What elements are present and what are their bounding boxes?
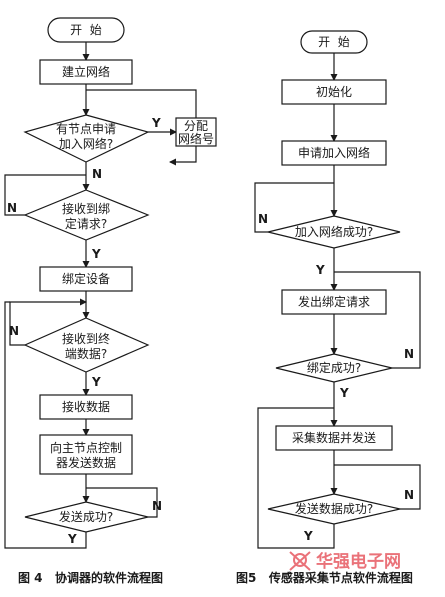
yes-label-bind-sensor: Y (339, 386, 349, 400)
collect-send-box (275, 425, 393, 451)
bind-success-label: 绑定成功? (307, 360, 361, 375)
bind-request-label-2: 定请求? (65, 216, 107, 231)
send-data-success-decision (267, 493, 401, 525)
figure5-caption: 图5 传感器采集节点软件流程图 (236, 570, 413, 585)
send-success-label: 发送成功? (59, 509, 113, 524)
terminal-data-decision (23, 317, 150, 373)
yes-label-join: Y (151, 116, 161, 130)
no-label-bind: N (7, 201, 17, 215)
sensor-node-flowchart: 开 始 初始化 申请加入网络 加入网络成功? 发出绑定请求 绑定成功? 采集数据… (254, 30, 421, 549)
send-to-master-label-2: 器发送数据 (56, 455, 116, 470)
bind-device-box (39, 266, 133, 292)
no-label-join: N (92, 167, 102, 181)
terminal-data-label-2: 端数据? (65, 346, 107, 361)
watermark: 华强电子网 (289, 551, 401, 572)
apply-join-box (281, 140, 387, 166)
start-label-sensor: 开 始 (318, 35, 350, 49)
receive-data-box (39, 394, 133, 420)
apply-join-label: 申请加入网络 (298, 145, 370, 160)
bind-device-label: 绑定设备 (62, 271, 110, 286)
send-bind-request-label: 发出绑定请求 (298, 294, 370, 309)
no-label-terminal: N (9, 324, 19, 338)
bind-request-decision (23, 189, 150, 241)
join-success-label: 加入网络成功? (295, 224, 373, 239)
send-to-master-label-1: 向主节点控制 (50, 440, 122, 455)
start-terminal-sensor (300, 30, 368, 54)
yes-label-send: Y (67, 532, 77, 546)
collect-send-label: 采集数据并发送 (292, 430, 376, 445)
init-box (281, 79, 387, 105)
join-request-label-2: 加入网络? (59, 136, 113, 151)
join-request-decision (23, 114, 150, 163)
receive-data-label: 接收数据 (62, 399, 110, 414)
init-label: 初始化 (316, 85, 352, 99)
send-bind-request-box (281, 289, 387, 315)
send-data-success-label: 发送数据成功? (295, 501, 373, 516)
no-label-send: N (152, 499, 162, 513)
assign-address-box (175, 117, 217, 147)
bind-success-decision (275, 353, 393, 383)
no-label-join-sensor: N (258, 212, 268, 226)
start-label: 开 始 (70, 23, 102, 37)
assign-address-label-2: 网络号 (178, 131, 214, 146)
yes-label-join-sensor: Y (315, 263, 325, 277)
yes-label-bind: Y (91, 247, 101, 261)
join-request-label-1: 有节点申请 (56, 122, 116, 136)
build-network-label: 建立网络 (62, 64, 110, 79)
yes-label-send-sensor: Y (303, 529, 313, 543)
join-success-decision (267, 215, 401, 249)
watermark-logo-icon (289, 551, 311, 571)
terminal-data-label-1: 接收到终 (62, 331, 110, 346)
build-network-box (39, 59, 133, 85)
no-label-send-sensor: N (404, 488, 414, 502)
bind-request-label-1: 接收到绑 (62, 201, 110, 216)
no-label-bind-sensor: N (404, 347, 414, 361)
start-terminal (47, 17, 125, 43)
assign-address-label-1: 分配 (184, 119, 208, 133)
watermark-text: 华强电子网 (316, 551, 401, 572)
coordinator-flowchart: 开 始 建立网络 有节点申请 加入网络? 分配 网络号 接收到绑 定请求? 绑定… (4, 17, 217, 549)
figure4-caption: 图 4 协调器的软件流程图 (18, 570, 163, 585)
send-to-master-box (39, 434, 133, 475)
yes-label-terminal: Y (91, 375, 101, 389)
send-success-decision (24, 501, 149, 533)
